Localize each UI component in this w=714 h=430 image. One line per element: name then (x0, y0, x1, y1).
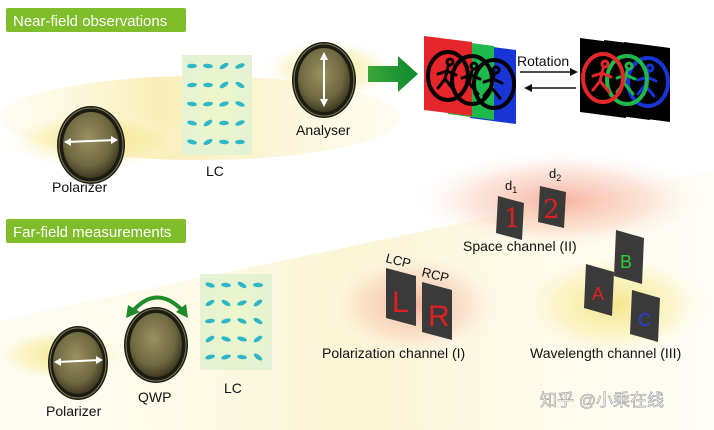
polarizer-top-label: Polarizer (52, 179, 108, 195)
lc-molecule (253, 335, 263, 343)
lc-molecule (253, 353, 263, 361)
rotation-label: Rotation (517, 53, 569, 69)
lc-molecule (205, 335, 215, 343)
lc-molecule (237, 318, 247, 324)
lc-molecule (253, 299, 263, 307)
lc-molecule (235, 101, 245, 107)
space-channel: 1 2 d1 d2 (496, 166, 566, 240)
lc-molecule (237, 300, 247, 306)
polarizer-bottom-label: Polarizer (46, 403, 102, 419)
lcp-label: LCP (384, 250, 412, 271)
near-field-header: Near-field observations (6, 8, 186, 32)
lc-top (182, 55, 252, 155)
lc-molecule (235, 63, 245, 69)
space-channel-label: Space channel (II) (463, 238, 577, 254)
letter-R: R (428, 300, 450, 333)
lc-molecule (187, 82, 197, 88)
lc-molecule (221, 318, 231, 324)
polarizer-top (57, 106, 125, 184)
letter-C: C (638, 310, 651, 330)
rcp-label: RCP (420, 264, 450, 285)
analyser-label: Analyser (296, 122, 351, 138)
running-figure (436, 57, 458, 92)
lc-molecule (187, 63, 197, 69)
figure-circle (450, 54, 494, 106)
lc-molecule (219, 62, 229, 70)
lc-molecule (221, 336, 231, 342)
lc-molecule (203, 119, 213, 127)
polarizer-bottom (48, 326, 108, 400)
rotation-arrows (520, 68, 578, 92)
lc-molecule (205, 282, 215, 288)
lc-molecule (219, 120, 229, 126)
qwp (124, 307, 188, 383)
figure-circle (581, 52, 625, 104)
figure-circle (626, 56, 670, 108)
digit-1: 1 (504, 204, 521, 234)
lc-molecule (203, 82, 213, 88)
polarization-channel: L R LCP RCP (384, 250, 452, 340)
qwp-label: QWP (138, 389, 171, 405)
lc-molecule (187, 139, 197, 145)
letter-L: L (392, 286, 409, 319)
d1-label: d1 (505, 178, 517, 195)
letter-B: B (620, 252, 632, 272)
lc-molecule (219, 101, 229, 107)
lc-molecule (205, 318, 215, 324)
figure-circle (472, 58, 516, 110)
lc-molecule (253, 317, 263, 325)
color-panels-stack-left (424, 36, 516, 124)
lc-molecule (221, 282, 231, 288)
near-field-title: Near-field observations (13, 13, 167, 30)
lc-bottom (200, 274, 272, 370)
lc-molecule (203, 63, 213, 69)
lc-molecule (235, 120, 245, 126)
green-arrow (368, 56, 418, 92)
lc-molecule (235, 81, 245, 89)
lc-molecule (237, 354, 247, 360)
lc-molecule (205, 299, 215, 307)
color-panels-stack-right (580, 38, 670, 122)
far-field-header: Far-field measurements (6, 219, 186, 243)
figure-circle (426, 50, 470, 102)
lc-molecule (187, 101, 197, 107)
lc-molecule (219, 81, 229, 89)
lc-molecule (221, 299, 231, 307)
lc-top-label: LC (206, 163, 224, 179)
letter-A: A (592, 284, 604, 304)
polarization-channel-label: Polarization channel (I) (322, 345, 465, 361)
lc-molecule (203, 101, 213, 107)
lc-molecule (237, 281, 247, 289)
lc-molecule (235, 139, 245, 145)
digit-2: 2 (543, 195, 560, 225)
figure-circle (605, 54, 649, 106)
lc-molecule (205, 354, 215, 360)
wavelength-channel: B A C (584, 230, 660, 342)
far-field-title: Far-field measurements (13, 224, 171, 241)
lc-molecule (219, 139, 229, 145)
lc-molecule (221, 354, 231, 360)
qwp-rotation-arrow (126, 295, 188, 318)
wavelength-channel-label: Wavelength channel (III) (530, 345, 681, 361)
lc-molecule (237, 336, 247, 342)
d2-label: d2 (549, 166, 561, 183)
running-figure (591, 59, 613, 94)
lc-bottom-label: LC (224, 380, 242, 396)
lc-molecule (253, 282, 263, 288)
lc-molecule (203, 138, 213, 146)
watermark: 知乎 @小乘在线 (540, 391, 664, 410)
analyser (292, 42, 356, 118)
lc-molecule (187, 120, 197, 126)
